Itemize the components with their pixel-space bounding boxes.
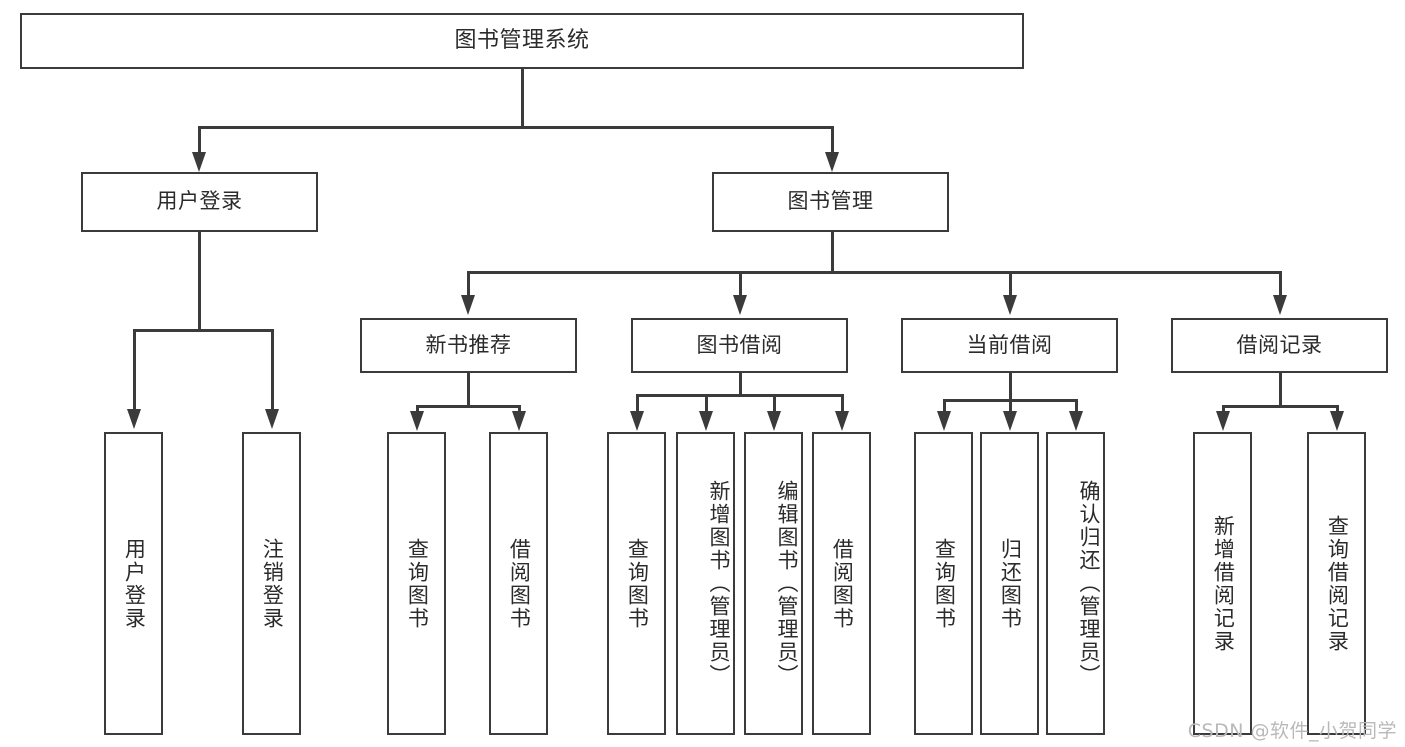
node-new-book-recommend-label: 新书推荐 [425,332,512,357]
edge-user-login-bus [133,329,271,332]
edge-new-book-stem [467,372,470,406]
edge-record-bus [1222,405,1338,408]
edge-record-c2 [1336,405,1339,413]
leaf-record-query-record[interactable]: 查询借阅记录 [1307,432,1366,735]
edge-borrow-c2 [705,394,708,413]
arrow-new-book-c2 [512,411,526,431]
leaf-current-confirm-return-admin[interactable]: 确认归还（管理员） [1046,432,1105,735]
arrow-borrow-c4 [835,411,849,431]
edge-current-c2 [1009,399,1012,413]
node-root-book-management-system[interactable]: 图书管理系统 [20,13,1024,69]
arrow-book-manage-c4 [1273,295,1287,315]
arrow-borrow-c1 [630,411,644,431]
node-current-borrow[interactable]: 当前借阅 [901,318,1118,373]
leaf-borrow-edit-book-admin[interactable]: 编辑图书（管理员） [744,432,803,735]
edge-root-bus [198,126,834,129]
leaf-borrow-add-book-admin[interactable]: 新增图书（管理员） [676,432,735,735]
edge-borrow-bus [636,394,843,397]
node-user-login[interactable]: 用户登录 [81,172,318,232]
leaf-current-query-book-label: 查询图书 [932,537,957,630]
leaf-user-login-label: 用户登录 [122,537,147,630]
leaf-record-add-record[interactable]: 新增借阅记录 [1193,432,1252,735]
node-book-borrow[interactable]: 图书借阅 [631,318,848,373]
node-current-borrow-label: 当前借阅 [966,332,1053,357]
edge-book-manage-c4 [1279,271,1282,297]
edge-book-manage-c2 [739,271,742,297]
edge-record-c1 [1222,405,1225,413]
arrow-record-c2 [1330,411,1344,431]
arrow-borrow-c3 [767,411,781,431]
edge-user-login-child2 [271,329,274,411]
edge-book-manage-bus [467,271,1280,274]
arrow-new-book-c1 [410,411,424,431]
leaf-current-query-book[interactable]: 查询图书 [914,432,973,735]
edge-current-c1 [943,399,946,413]
leaf-logout-login[interactable]: 注销登录 [242,432,301,735]
node-book-manage[interactable]: 图书管理 [712,172,949,232]
arrow-current-c1 [937,411,951,431]
leaf-borrow-query-book-label: 查询图书 [625,537,650,630]
edge-current-stem [1009,372,1012,400]
leaf-logout-login-label: 注销登录 [260,537,285,630]
node-borrow-record[interactable]: 借阅记录 [1171,318,1388,373]
leaf-record-add-record-label: 新增借阅记录 [1211,514,1236,653]
arrow-user-login-child1 [127,409,141,429]
edge-borrow-stem [739,372,742,395]
node-book-borrow-label: 图书借阅 [696,332,783,357]
edge-root-stem [521,68,524,126]
node-new-book-recommend[interactable]: 新书推荐 [360,318,577,373]
leaf-user-login[interactable]: 用户登录 [104,432,163,735]
edge-borrow-c1 [636,394,639,413]
leaf-new-book-borrow-book-label: 借阅图书 [507,537,532,630]
arrow-root-to-user-login [192,152,206,172]
edge-record-stem [1279,372,1282,406]
node-root-label: 图书管理系统 [454,27,590,53]
edge-root-to-book-manage [831,126,834,154]
edge-user-login-child1 [133,329,136,411]
node-user-login-label: 用户登录 [156,189,243,214]
watermark: CSDN @软件_小贺同学 [1187,720,1397,742]
edge-new-book-c2 [518,405,521,413]
edge-borrow-c4 [841,394,844,413]
arrow-user-login-child2 [265,409,279,429]
arrow-root-to-book-manage [825,152,839,172]
leaf-current-return-book[interactable]: 归还图书 [980,432,1039,735]
leaf-borrow-borrow-book-label: 借阅图书 [830,537,855,630]
leaf-new-book-query-book-label: 查询图书 [405,537,430,630]
edge-current-c3 [1075,399,1078,413]
leaf-new-book-borrow-book[interactable]: 借阅图书 [489,432,548,735]
arrow-book-manage-c2 [733,295,747,315]
node-book-manage-label: 图书管理 [787,189,874,214]
arrow-current-c3 [1069,411,1083,431]
leaf-borrow-add-book-admin-label: 新增图书（管理员） [707,480,731,687]
edge-book-manage-stem [831,231,834,272]
edge-user-login-stem [198,231,201,330]
node-borrow-record-label: 借阅记录 [1236,332,1323,357]
leaf-new-book-query-book[interactable]: 查询图书 [387,432,446,735]
leaf-current-return-book-label: 归还图书 [998,537,1023,630]
arrow-borrow-c2 [699,411,713,431]
leaf-current-confirm-return-admin-label: 确认归还（管理员） [1077,480,1101,687]
edge-new-book-c1 [416,405,419,413]
edge-book-manage-c1 [467,271,470,297]
edge-root-to-user-login [198,126,201,154]
edge-new-book-bus [416,405,520,408]
edge-borrow-c3 [773,394,776,413]
edge-book-manage-c3 [1009,271,1012,297]
arrow-book-manage-c3 [1003,295,1017,315]
leaf-record-query-record-label: 查询借阅记录 [1325,514,1350,653]
leaf-borrow-borrow-book[interactable]: 借阅图书 [812,432,871,735]
arrow-current-c2 [1003,411,1017,431]
leaf-borrow-query-book[interactable]: 查询图书 [607,432,666,735]
leaf-borrow-edit-book-admin-label: 编辑图书（管理员） [775,480,799,687]
arrow-record-c1 [1216,411,1230,431]
arrow-book-manage-c1 [461,295,475,315]
